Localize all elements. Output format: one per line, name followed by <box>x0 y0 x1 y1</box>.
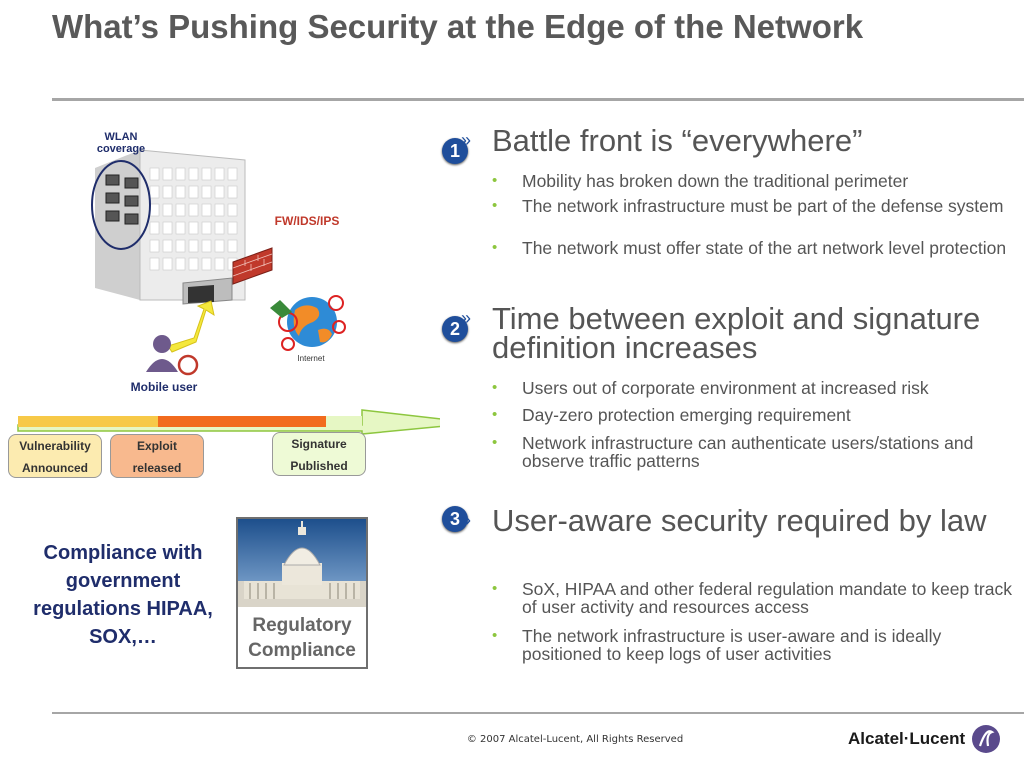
section-1-bullet-3: The network must offer state of the art … <box>492 239 1012 257</box>
regulatory-label-line2: Compliance <box>248 640 356 661</box>
slide-title: What’s Pushing Security at the Edge of t… <box>52 8 864 45</box>
mobile-user-icon <box>146 335 199 376</box>
vulnerability-label-line2: Announced <box>22 461 88 475</box>
section-1-heading-text: Battle front is “everywhere” <box>492 123 863 158</box>
section-1-number-badge: 1 <box>442 138 468 164</box>
internet-label: Internet <box>297 354 325 363</box>
exploit-label-line2: released <box>132 461 182 475</box>
section-3-heading-marker: » <box>461 510 472 530</box>
internet-globe-icon <box>270 295 346 351</box>
capitol-building-icon <box>238 519 366 607</box>
section-2-heading: » Time between exploit and signature def… <box>461 301 1022 365</box>
exploit-released-box: Exploit released <box>110 434 204 478</box>
firewall-label: FW/IDS/IPS <box>274 214 340 228</box>
exploit-label-line1: Exploit <box>136 439 177 453</box>
section-3-bullet-1: SoX, HIPAA and other federal regulation … <box>492 580 1012 616</box>
network-diagram <box>17 149 440 435</box>
section-3-bullet-2: The network infrastructure is user-aware… <box>492 627 1012 663</box>
regulatory-label-line1: Regulatory <box>252 615 352 636</box>
footer-divider <box>52 712 1024 714</box>
title-divider <box>52 98 1024 101</box>
signature-label-line1: Signature <box>291 437 347 451</box>
mobile-user-label: Mobile user <box>130 380 198 394</box>
section-2-bullet-3: Network infrastructure can authenticate … <box>492 434 1012 470</box>
compliance-text: Compliance with government regulations H… <box>33 542 213 648</box>
access-arrow <box>167 300 215 353</box>
signature-label-line2: Published <box>290 459 348 473</box>
signature-published-box: Signature Published <box>272 432 366 476</box>
section-2-heading-marker: » <box>461 308 472 328</box>
firewall-icon <box>232 247 273 285</box>
copyright-notice: © 2007 Alcatel-Lucent, All Rights Reserv… <box>466 734 684 745</box>
wlan-label-line1: WLAN <box>104 131 138 143</box>
regulatory-compliance-label: Regulatory Compliance <box>238 613 366 663</box>
section-3-number-badge: 3 <box>442 506 468 532</box>
timeline-arrow <box>17 409 440 435</box>
vulnerability-label-line1: Vulnerability <box>19 439 91 453</box>
section-3-heading-text: User-aware security required by law <box>492 503 987 538</box>
section-3-heading: » User-aware security required by law <box>461 503 1022 538</box>
wlan-coverage-label: WLAN coverage <box>90 131 152 155</box>
logo-text: Alcatel·Lucent <box>848 729 966 748</box>
section-1-bullet-1: Mobility has broken down the traditional… <box>492 172 1012 190</box>
alcatel-lucent-swirl-icon <box>972 725 1001 753</box>
office-building-icon <box>91 149 246 305</box>
section-1-bullet-2: The network infrastructure must be part … <box>492 197 1012 215</box>
section-2-number-badge: 2 <box>442 316 468 342</box>
regulatory-compliance-card: Regulatory Compliance <box>236 517 368 669</box>
section-2-bullet-1: Users out of corporate environment at in… <box>492 379 1012 397</box>
wlan-label-line2: coverage <box>96 143 146 155</box>
section-1-heading: » Battle front is “everywhere” <box>461 123 1022 158</box>
section-2-bullet-2: Day-zero protection emerging requirement <box>492 406 1012 424</box>
vulnerability-announced-box: Vulnerability Announced <box>8 434 102 478</box>
section-2-heading-text: Time between exploit and signature defin… <box>492 301 981 365</box>
section-1-heading-marker: » <box>461 130 472 150</box>
alcatel-lucent-logo: Alcatel·Lucent <box>848 724 1001 754</box>
